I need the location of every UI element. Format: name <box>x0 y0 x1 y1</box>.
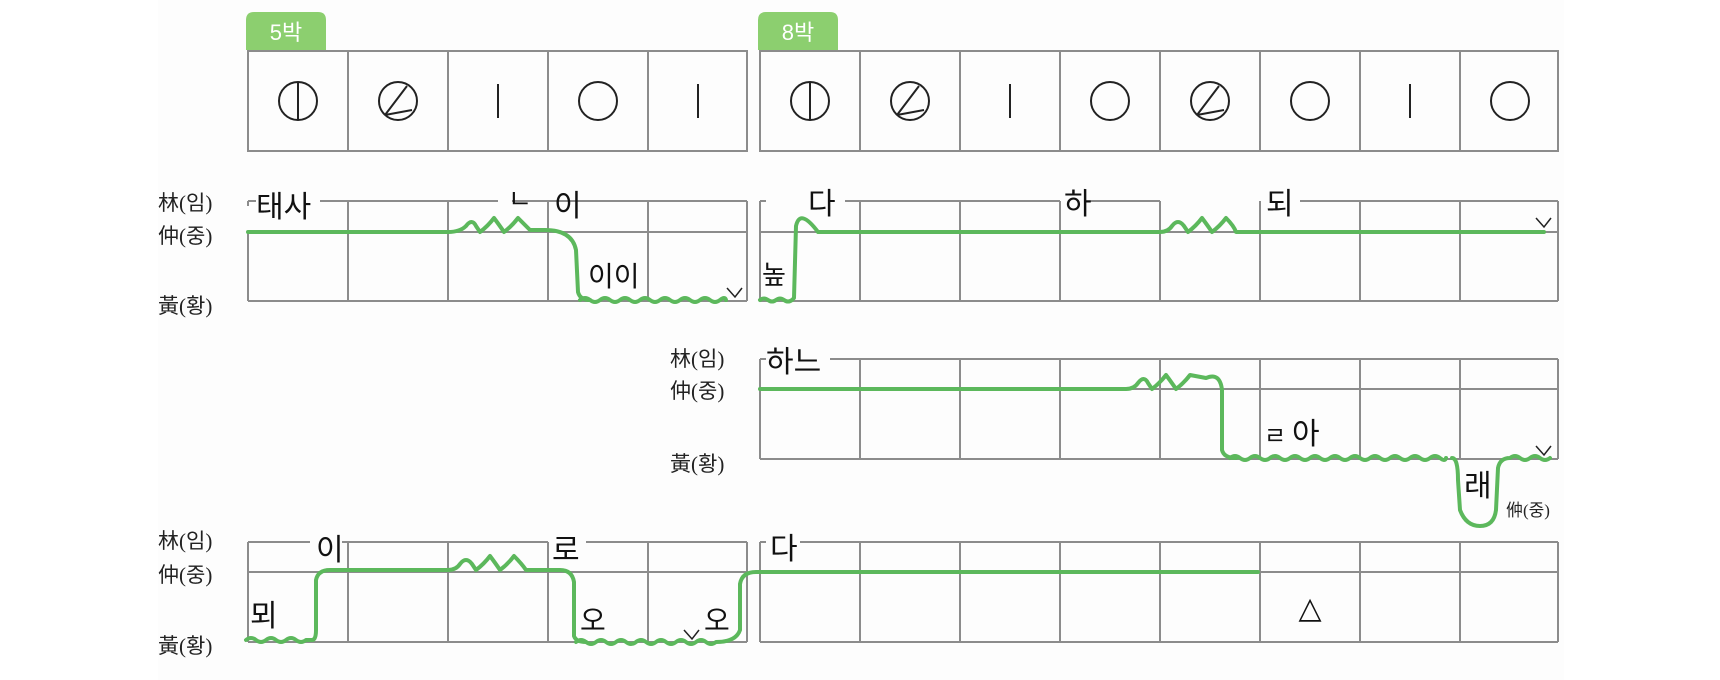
lyric: 다 <box>808 187 836 222</box>
rhythm-grid-5 <box>247 50 748 152</box>
pitch-label-jung: 仲(중) <box>158 224 212 248</box>
pitch-label-jung: 仲(중) <box>158 563 212 587</box>
pitch-label-hwang: 黃(황) <box>670 452 724 476</box>
lyric: 높 <box>762 261 786 291</box>
rhythm-grid-8 <box>759 50 1559 152</box>
lyric: 오 <box>580 604 606 637</box>
lyric: ㄴ <box>508 185 532 215</box>
staff-2-grid <box>759 358 1559 460</box>
pitch-label-im: 林(임) <box>670 347 724 371</box>
lyric: 이 <box>316 533 344 568</box>
lyric: 오 <box>704 604 730 637</box>
low-jung-label: 㑖(중) <box>1506 501 1550 520</box>
staff-3-grid <box>247 541 1559 643</box>
lyric: 뫼 <box>250 599 278 634</box>
lyric: 아 <box>1292 417 1320 452</box>
lyric: 이이 <box>588 260 640 293</box>
pitch-label-hwang: 黃(황) <box>158 294 212 318</box>
beat-label-5: 5박 <box>270 20 302 45</box>
lyric: 다 <box>770 532 798 567</box>
beat-badge-5: 5박 <box>246 12 326 50</box>
circle-icon <box>578 81 618 121</box>
pitch-label-jung: 仲(중) <box>670 379 724 403</box>
circle-vertical-line-icon <box>278 81 318 121</box>
melody-line-2 <box>758 373 1552 528</box>
lyric: 하느 <box>766 345 821 380</box>
lyric: 래 <box>1464 469 1492 504</box>
circle-diagonal-wedge-icon <box>890 81 930 121</box>
end-tick-marks <box>1535 445 1552 457</box>
melody-line-3 <box>244 554 1260 646</box>
lyric: 태사 <box>256 190 311 225</box>
circle-diagonal-wedge-icon <box>378 81 418 121</box>
staff-1-grid <box>247 200 1559 302</box>
melody-line-1 <box>246 216 1546 304</box>
lyric: 되 <box>1266 187 1294 222</box>
circle-icon <box>1090 81 1130 121</box>
pitch-label-im: 林(임) <box>158 191 212 215</box>
circle-vertical-line-icon <box>790 81 830 121</box>
circle-icon <box>1290 81 1330 121</box>
circle-diagonal-wedge-icon <box>1190 81 1230 121</box>
circle-icon <box>1490 81 1530 121</box>
lyric: 로 <box>552 533 580 568</box>
rest-triangle-icon: △ <box>1298 591 1321 626</box>
lyric: ㄹ <box>1264 422 1286 450</box>
lyric: 하 <box>1064 187 1092 222</box>
pitch-label-im: 林(임) <box>158 529 212 553</box>
end-tick-marks <box>683 629 700 641</box>
lyric: 이 <box>554 189 582 224</box>
end-tick-marks <box>726 217 1552 299</box>
beat-badge-8: 8박 <box>758 12 838 50</box>
pitch-label-hwang: 黃(황) <box>158 634 212 658</box>
beat-label-8: 8박 <box>782 20 814 45</box>
